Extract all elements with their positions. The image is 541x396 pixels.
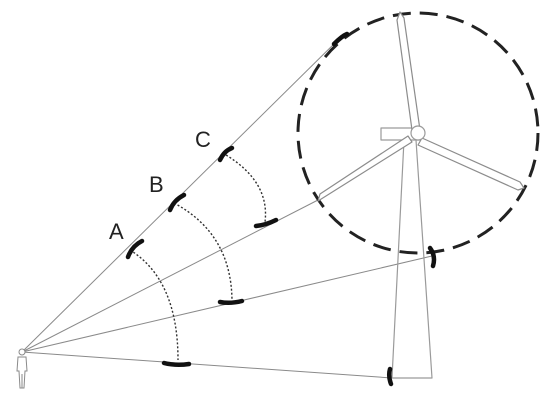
observer-head (18, 348, 26, 356)
turbine-hub (410, 125, 426, 141)
marker-c-top (217, 145, 235, 163)
arc-c (225, 154, 267, 223)
rotor-sweep-circle (296, 11, 540, 255)
marker-rotor-bottom (427, 245, 437, 269)
label-b: B (149, 172, 164, 197)
arc-a (129, 249, 179, 361)
marker-b-top (167, 192, 187, 213)
marker-c-bottom (253, 217, 279, 229)
label-c: C (195, 127, 211, 152)
markers (125, 31, 437, 387)
angle-arcs (129, 154, 267, 361)
turbine-blade-right (417, 137, 525, 191)
sight-line-tower-base (21, 351, 393, 379)
observer-figure (16, 348, 28, 389)
turbine-blade-top (396, 11, 421, 131)
marker-a-top (125, 238, 145, 260)
marker-b-bottom (217, 298, 245, 306)
marker-tower-base (386, 366, 394, 387)
label-a: A (109, 219, 124, 244)
turbine-tower (391, 139, 433, 379)
marker-blade-tip (331, 31, 350, 47)
sight-lines (21, 37, 433, 379)
marker-a-bottom (161, 360, 192, 368)
arc-b (173, 202, 233, 303)
wind-turbine (317, 11, 525, 379)
observer-body (16, 356, 28, 389)
turbine-blade-left (317, 135, 413, 202)
